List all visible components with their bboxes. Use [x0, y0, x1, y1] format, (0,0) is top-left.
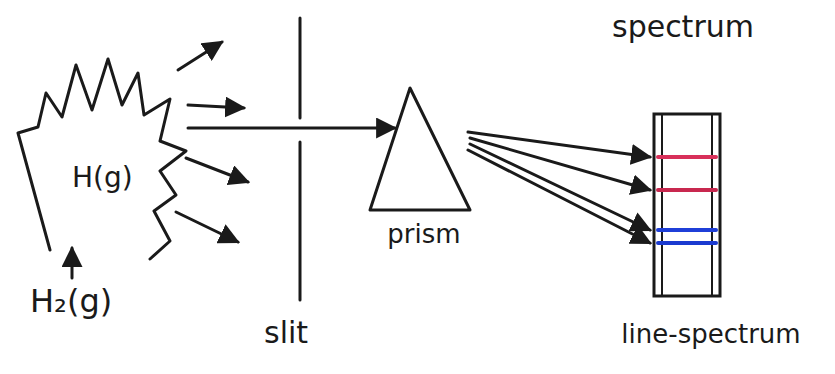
node-label: line-spectrum [621, 320, 800, 349]
light-ray [176, 212, 238, 242]
strip-edge [661, 114, 663, 296]
text-label: spectrum [612, 10, 754, 43]
node-label: prism [387, 220, 460, 249]
light-ray [186, 158, 248, 182]
prism-triangle [370, 88, 470, 210]
prism-node: prism [368, 80, 480, 270]
spectrum-node: line-spectrum [592, 108, 830, 366]
strip-edge [711, 114, 713, 296]
flame-node: H(g) [10, 55, 188, 270]
light-ray [188, 127, 395, 130]
spectrum-strip [654, 114, 720, 296]
feed-arrow [71, 248, 74, 278]
light-ray [468, 150, 650, 243]
slit-wall [299, 18, 302, 118]
node-label: H(g) [72, 163, 133, 194]
spectral-line [658, 241, 716, 245]
spectral-line [658, 155, 716, 159]
text-label: H₂(g) [30, 284, 112, 319]
spectral-line [658, 228, 716, 232]
text-label: slit [264, 316, 308, 349]
light-ray [188, 105, 244, 108]
flame-outline [18, 59, 186, 259]
slit-wall [299, 142, 302, 300]
light-ray [178, 42, 222, 70]
light-ray [470, 144, 650, 230]
spectral-line [658, 188, 716, 192]
